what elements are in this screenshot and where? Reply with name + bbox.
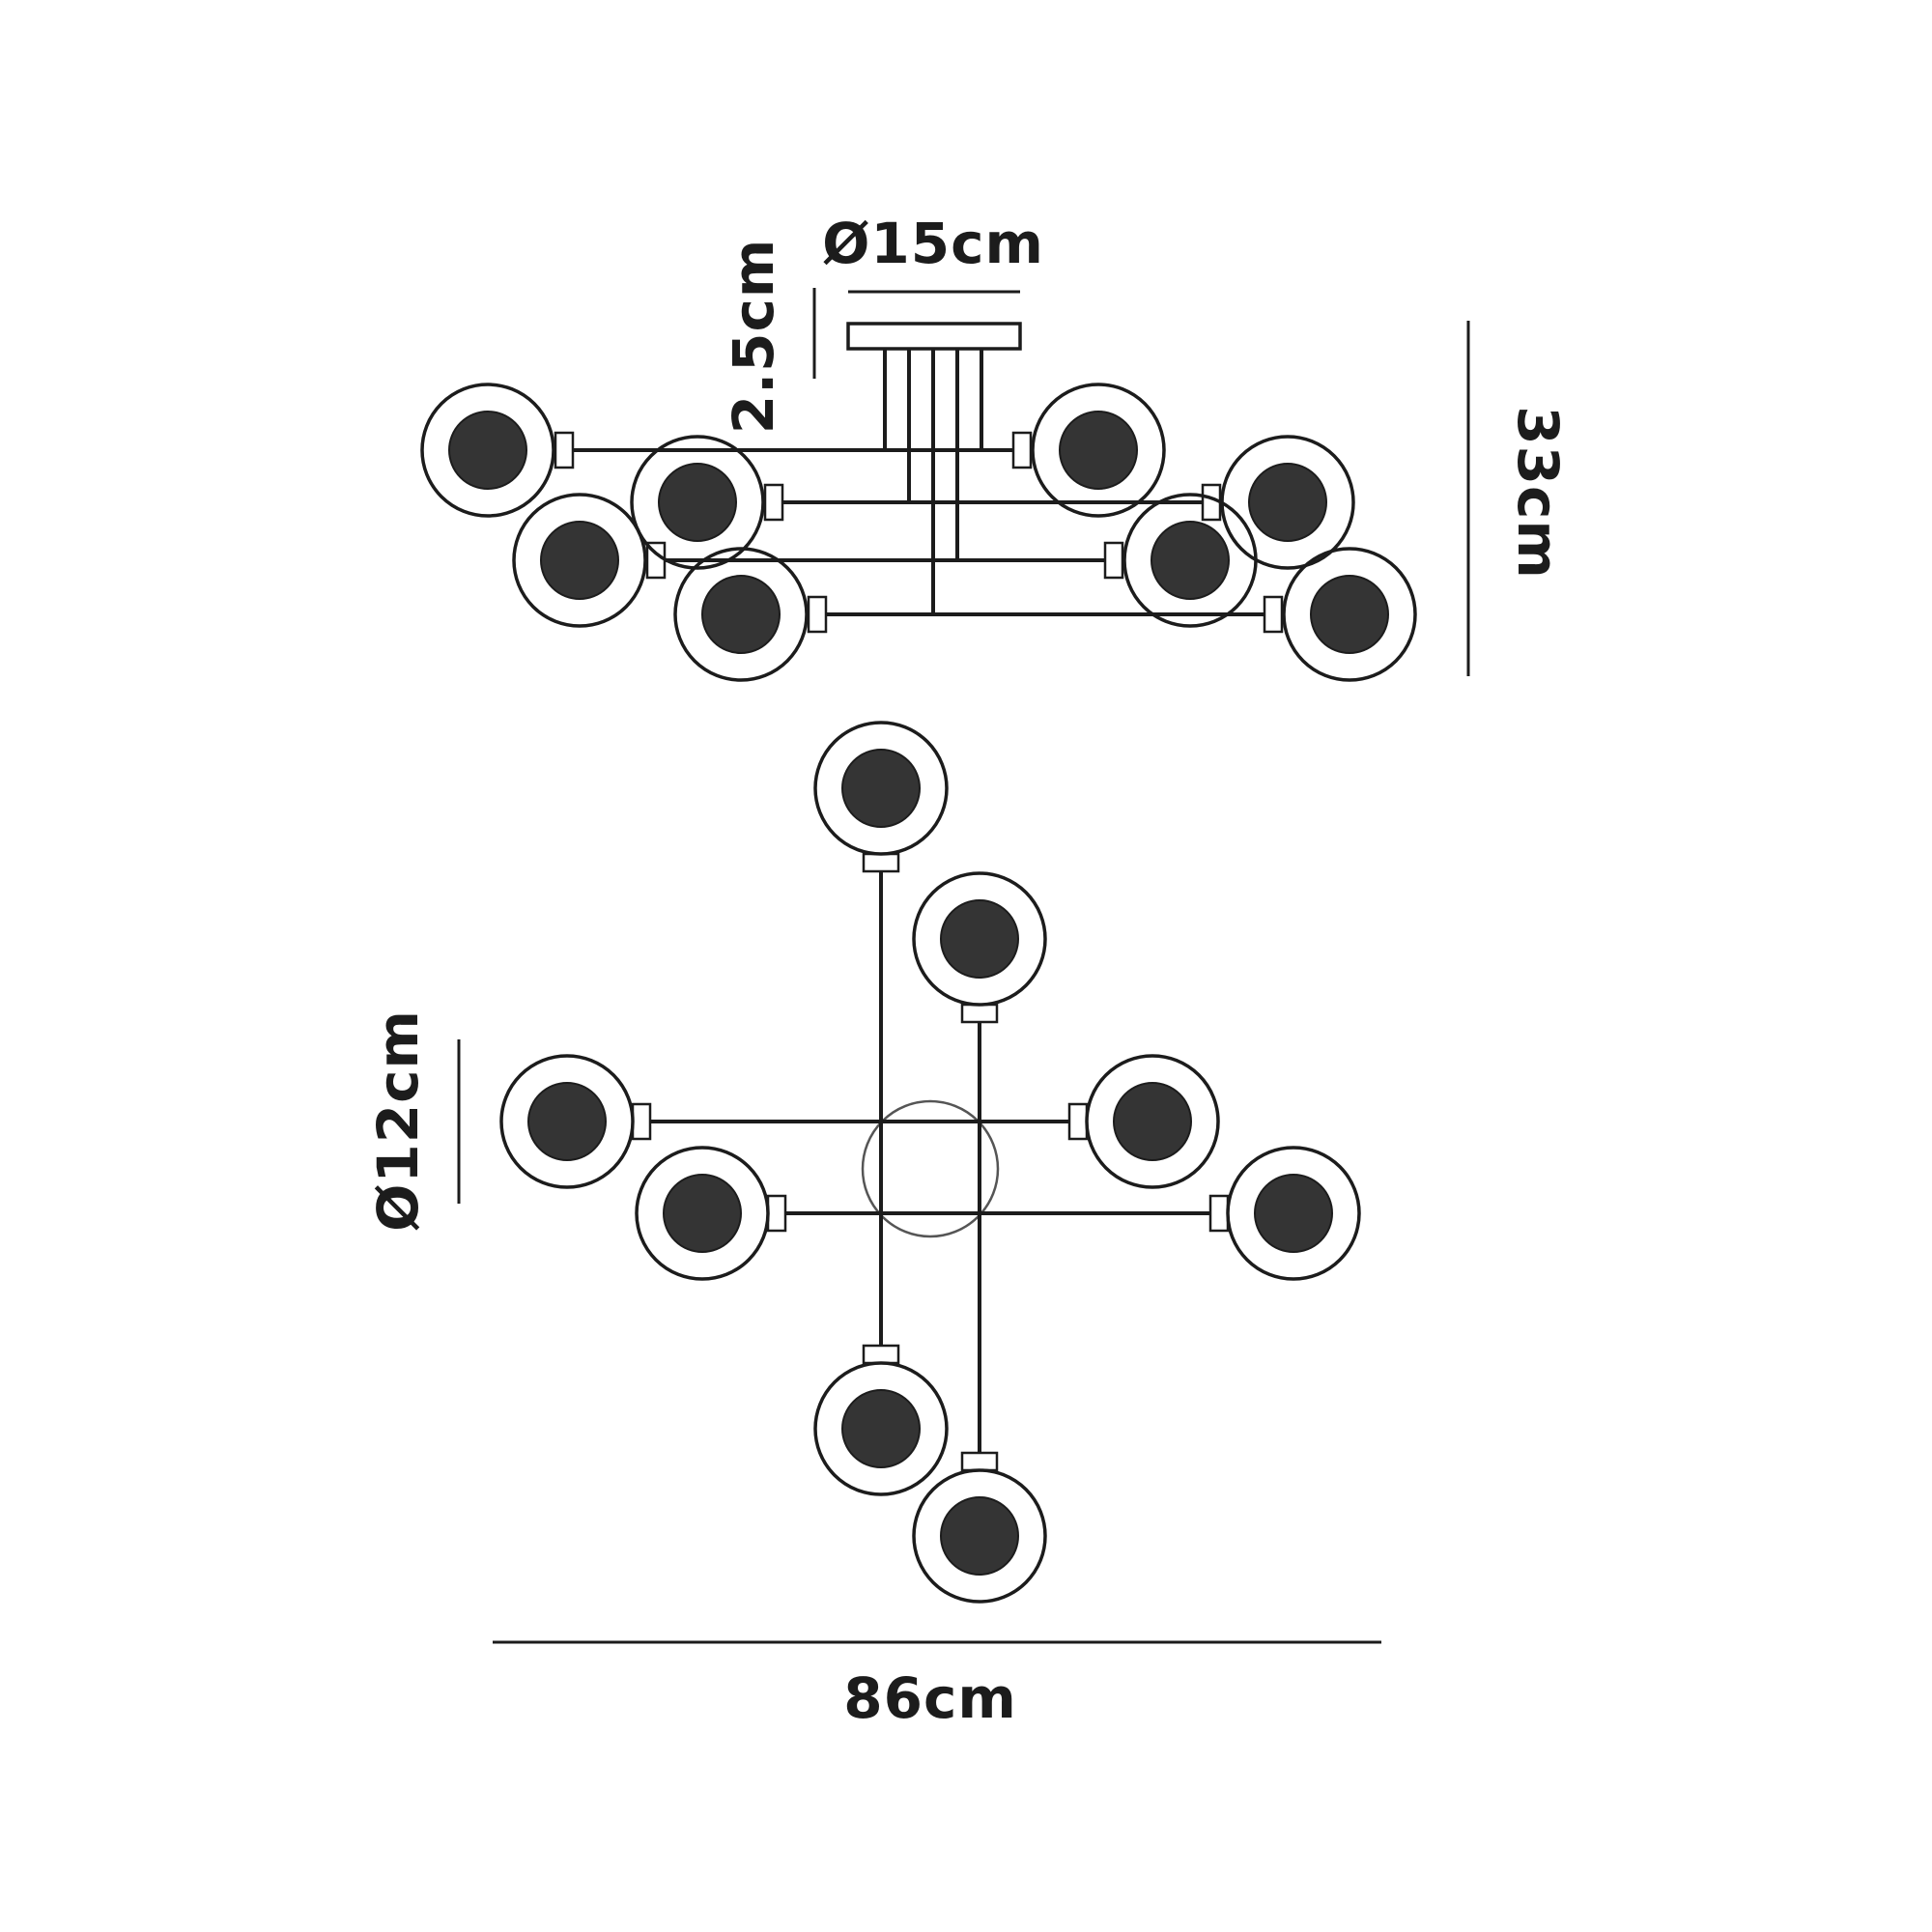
globe — [1031, 383, 1166, 518]
lamp-holder — [862, 1344, 900, 1365]
lamp-holder — [763, 483, 784, 522]
lamp-holder — [1103, 541, 1124, 580]
globe — [512, 493, 647, 628]
globe — [813, 1361, 949, 1496]
globe — [912, 1468, 1047, 1604]
lamp-holder — [960, 1451, 999, 1472]
plan-view: Ø12cm 86cm — [365, 721, 1381, 1731]
lamp-holder — [862, 852, 900, 873]
globe — [1122, 493, 1258, 628]
globe — [1282, 547, 1417, 682]
lamp-holder — [554, 431, 575, 469]
side-view: Ø15cm 2.5cm — [420, 211, 1571, 682]
lamp-holder — [807, 595, 828, 634]
dimension-label-overall-width: 86cm — [843, 1665, 1017, 1731]
globe — [813, 721, 949, 856]
lamp-holder — [1208, 1194, 1230, 1233]
globe — [673, 547, 809, 682]
globe — [635, 1146, 770, 1281]
globe — [912, 871, 1047, 1007]
dimension-label-overall-height: 33cm — [1505, 406, 1571, 580]
lamp-holder — [1011, 431, 1033, 469]
globe — [420, 383, 555, 518]
globe — [1226, 1146, 1361, 1281]
dimension-label-canopy-diameter: Ø15cm — [822, 211, 1044, 276]
ceiling-plate — [846, 322, 1022, 351]
lamp-holder — [1263, 595, 1284, 634]
globe — [499, 1054, 635, 1189]
lamp-holder — [631, 1102, 652, 1141]
lamp-holder — [766, 1194, 787, 1233]
dimension-label-canopy-drop: 2.5cm — [721, 239, 786, 435]
globe — [1085, 1054, 1220, 1189]
lamp-holder — [960, 1003, 999, 1024]
lamp-holder — [1067, 1102, 1089, 1141]
canopy-outline — [861, 1099, 1000, 1238]
globe — [1220, 435, 1355, 570]
dimension-label-globe-diameter: Ø12cm — [365, 1009, 431, 1232]
